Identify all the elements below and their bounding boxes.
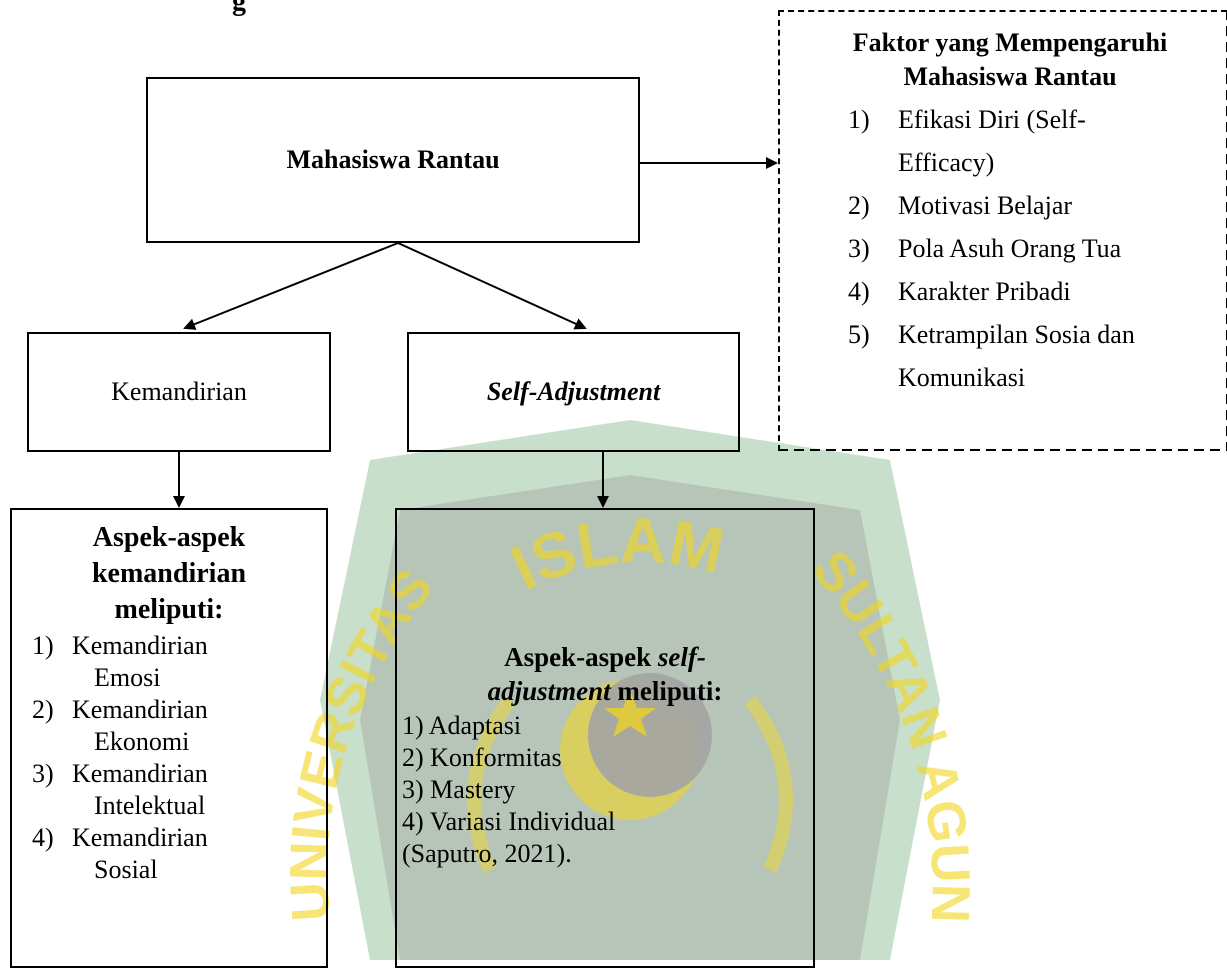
kemandirian-aspect-item: 4) Kemandirian Sosial <box>32 823 208 884</box>
kemandirian-aspect-item: 3) Kemandirian Intelektual <box>32 759 208 820</box>
factors-list-item: 4) Karakter Pribadi <box>848 277 1071 306</box>
kemandirian-aspect-item: 2) Kemandirian Ekonomi <box>32 695 208 756</box>
factors-list-item: 2) Motivasi Belajar <box>848 191 1073 220</box>
arrow-central-to-self-adjustment <box>397 242 587 330</box>
node-self-adjustment: Self-Adjustment <box>407 332 740 452</box>
self-adjustment-citation: (Saputro, 2021). <box>402 839 572 868</box>
self-adjustment-aspect-item: 2) Konformitas <box>402 743 562 772</box>
self-adjustment-aspects-list: 1) Adaptasi 2) Konformitas 3) Mastery 4)… <box>402 710 807 870</box>
factors-list: 1) Efikasi Diri (Self- Efficacy) 2) Moti… <box>848 98 1227 399</box>
factors-title: Faktor yang Mempengaruhi Mahasiswa Ranta… <box>852 28 1168 91</box>
factors-list-item: 3) Pola Asuh Orang Tua <box>848 234 1122 263</box>
node-mahasiswa-rantau: Mahasiswa Rantau <box>146 77 640 243</box>
header-fragment: g <box>232 0 246 17</box>
self-adjustment-aspect-item: 4) Variasi Individual <box>402 807 616 836</box>
self-adjustment-aspects-title: Aspek-aspek self- adjustment meliputi: <box>487 642 723 706</box>
node-mahasiswa-rantau-label: Mahasiswa Rantau <box>286 145 500 174</box>
university-logo-watermark: ISLAM UNIVERSITAS SULTAN AGUNG <box>250 400 981 960</box>
factors-list-item: 1) Efikasi Diri (Self- Efficacy) <box>848 105 1086 177</box>
self-adjustment-aspect-item: 3) Mastery <box>402 775 516 804</box>
factors-box <box>778 10 1227 451</box>
kemandirian-aspects-list: 1) Kemandirian Emosi 2) Kemandirian Ekon… <box>22 630 312 886</box>
node-kemandirian: Kemandirian <box>27 332 331 452</box>
self-adjustment-aspect-item: 1) Adaptasi <box>402 711 522 740</box>
kemandirian-aspects-title: Aspek-aspek kemandirian meliputi: <box>91 522 247 625</box>
node-self-adjustment-label: Self-Adjustment <box>486 377 661 406</box>
kemandirian-aspect-item: 1) Kemandirian Emosi <box>32 631 208 692</box>
node-kemandirian-label: Kemandirian <box>111 377 247 406</box>
factors-list-item: 5) Ketrampilan Sosia dan Komunikasi <box>848 320 1135 392</box>
arrow-central-to-kemandirian <box>183 242 399 330</box>
